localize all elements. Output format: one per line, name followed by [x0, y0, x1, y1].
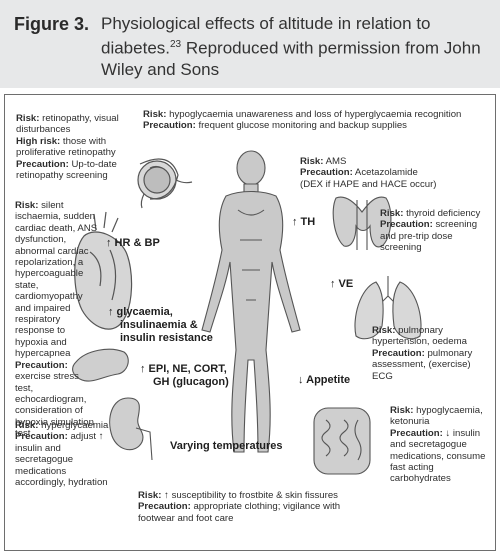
renal-prec-key: Precaution:: [15, 431, 68, 443]
hypo-prec-key: Precaution:: [143, 120, 196, 132]
renal-risk-block: Risk: hyperglycaemia Precaution: adjust …: [15, 420, 109, 488]
label-ve: ↑ VE: [330, 278, 354, 290]
ams-prec-text: Acetazolamide: [352, 167, 418, 179]
ams-note: (DEX if HAPE and HACE occur): [300, 178, 437, 190]
label-th: ↑ TH: [292, 216, 316, 228]
pancreas-illustration: [72, 348, 129, 382]
skin-risk-text: ↑ susceptibility to frostbite & skin fis…: [161, 490, 338, 501]
figure-panel: [4, 94, 496, 551]
skin-risk-block: Risk: ↑ susceptibility to frostbite & sk…: [138, 490, 378, 524]
lungs-illustration: [354, 276, 422, 340]
pulmonary-risk-block: Risk: pulmonary hypertension, oedema Pre…: [372, 325, 490, 382]
gut-prec-key: Precaution:: [390, 427, 443, 439]
renal-risk-key: Risk:: [15, 420, 39, 431]
hypo-risk-text: hypoglycaemia unawareness and loss of hy…: [166, 109, 462, 120]
thyroid-prec-key: Precaution:: [380, 219, 433, 231]
retina-prec-text: Up-to-date retinopathy screening: [16, 158, 117, 182]
retina-high-text: those with proliferative retinopathy: [16, 135, 116, 159]
thyroid-illustration: [332, 196, 392, 250]
kidney-illustration: [109, 397, 153, 461]
intestines-illustration: [313, 407, 371, 475]
gut-risk-block: Risk: hypoglycaemia, ketonuria Precautio…: [390, 405, 490, 485]
eye-illustration: [137, 158, 193, 209]
retina-prec-key: Precaution:: [16, 158, 69, 170]
label-glycaemia: ↑ glycaemia,: [108, 306, 173, 318]
retina-risk-text: retinopathy, visual disturbances: [16, 113, 119, 136]
ams-prec-key: Precaution:: [300, 167, 353, 179]
cardiac-risk-key: Risk:: [15, 200, 39, 211]
renal-risk-text: hyperglycaemia: [38, 420, 109, 431]
hypo-risk-key: Risk:: [143, 109, 167, 120]
gut-risk-key: Risk:: [390, 405, 414, 416]
label-insulinaemia: insulinaemia &: [120, 319, 198, 331]
thyroid-prec-text: screening and pre-trip dose screening: [380, 219, 478, 254]
pulmonary-prec-key: Precaution:: [372, 347, 425, 359]
cardiac-risk-text: silent ischaemia, sudden cardiac death, …: [15, 200, 98, 360]
figure-label: Figure 3.: [14, 14, 90, 34]
pulmonary-risk-key: Risk:: [372, 325, 396, 336]
gut-risk-text: hypoglycaemia, ketonuria: [390, 405, 483, 428]
skin-prec-key: Precaution:: [138, 501, 191, 513]
pulmonary-prec-text: pulmonary assessment, (exercise) ECG: [372, 347, 473, 382]
label-temperatures: Varying temperatures: [170, 440, 283, 452]
label-appetite: ↓ Appetite: [298, 374, 351, 386]
thyroid-risk-text: thyroid deficiency: [403, 208, 481, 219]
figure-header: Figure 3. Physiological effects of altit…: [0, 0, 500, 88]
hypoglycaemia-risk-block: Risk: hypoglycaemia unawareness and loss…: [143, 109, 488, 132]
skin-prec-text: appropriate clothing; vigilance with foo…: [138, 501, 341, 524]
cardiac-prec-text: exercise stress test, echocardiogram, co…: [15, 371, 94, 440]
label-insulin-resistance: insulin resistance: [120, 332, 213, 344]
label-gh: GH (glucagon): [153, 376, 229, 388]
label-epi: ↑ EPI, NE, CORT,: [140, 363, 227, 375]
pulmonary-risk-text: pulmonary hypertension, oedema: [372, 325, 467, 348]
ams-risk-key: Risk:: [300, 156, 324, 167]
caption-tail: Reproduced with permission from John Wil…: [101, 38, 481, 79]
gut-prec-text: ↓ insulin and secretagogue medications, …: [390, 427, 486, 485]
heart-illustration: [74, 211, 133, 330]
renal-prec-text: adjust ↑ insulin and secretagogue medica…: [15, 431, 108, 489]
figure-caption: Physiological effects of altitude in rel…: [101, 13, 491, 80]
human-body-illustration: [201, 150, 301, 453]
cardiac-prec-key: Precaution:: [15, 359, 68, 371]
label-hr-bp: ↑ HR & BP: [106, 237, 160, 249]
caption-ref: 23: [170, 39, 182, 50]
retina-risk-block: Risk: retinopathy, visual disturbances H…: [16, 113, 120, 181]
thyroid-risk-key: Risk:: [380, 208, 404, 219]
caption-text: Physiological effects of altitude in rel…: [101, 14, 431, 58]
ams-risk-block: Risk: AMS Precaution: Acetazolamide (DEX…: [300, 156, 480, 190]
retina-risk-key: Risk:: [16, 113, 40, 124]
thyroid-risk-block: Risk: thyroid deficiency Precaution: scr…: [380, 208, 488, 254]
cardiac-risk-block: Risk: silent ischaemia, sudden cardiac d…: [15, 200, 99, 440]
hypo-prec-text: frequent glucose monitoring and backup s…: [195, 120, 407, 132]
ams-risk-text: AMS: [323, 156, 347, 167]
retina-high-key: High risk:: [16, 135, 61, 147]
skin-risk-key: Risk:: [138, 490, 162, 501]
